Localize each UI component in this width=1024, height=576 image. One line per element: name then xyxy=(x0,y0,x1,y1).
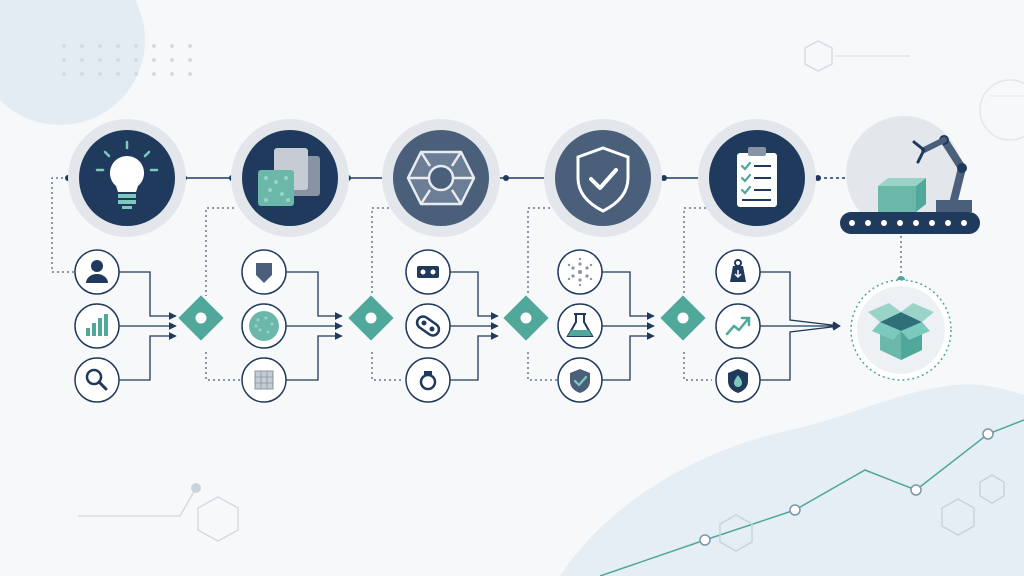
stage-material-selection xyxy=(231,119,349,237)
merge-arrows xyxy=(119,271,841,381)
drop-shield-icon xyxy=(715,357,761,403)
ring-seal-icon xyxy=(405,357,451,403)
shield-check-icon xyxy=(576,146,630,213)
user-icon xyxy=(74,249,120,295)
bottom-right-wave xyxy=(560,384,1024,576)
hexagon-outline-bottom-right-1 xyxy=(719,514,753,552)
lightbulb-icon xyxy=(95,140,159,209)
growth-line-points xyxy=(699,428,994,546)
hexagon-outline-bottom-left xyxy=(197,496,239,542)
mesh-grid-icon xyxy=(241,357,287,403)
hexagon-outline-bottom-right-3 xyxy=(979,474,1005,504)
open-box-icon xyxy=(868,303,934,360)
dotted-branch-lines xyxy=(51,177,902,381)
robot-arm-conveyor-icon xyxy=(840,135,980,234)
shield-shape-icon xyxy=(241,249,287,295)
weight-icon xyxy=(715,249,761,295)
deco-dot-bottom-left xyxy=(191,483,201,493)
radial-dots-icon xyxy=(557,249,603,295)
hexagon-outline-bottom-right-2 xyxy=(941,498,975,536)
diamond-node-1 xyxy=(178,295,224,341)
sub-icons-quality xyxy=(557,249,603,403)
material-samples-icon xyxy=(258,148,320,206)
deco-diag-bottom-left xyxy=(179,487,197,517)
bonding-pill-icon xyxy=(405,303,451,349)
magnifier-icon xyxy=(74,357,120,403)
sub-icons-material xyxy=(241,249,287,403)
mold-plate-icon xyxy=(405,249,451,295)
stage-automated-production xyxy=(840,116,980,234)
stage-quality-assurance xyxy=(544,119,662,237)
trend-up-icon xyxy=(715,303,761,349)
bar-chart-icon xyxy=(74,303,120,349)
sub-icons-part-design xyxy=(405,249,451,403)
shield-small-icon xyxy=(557,357,603,403)
sub-icons-ideation xyxy=(74,249,120,403)
dot-grid xyxy=(62,44,192,76)
hexagon-outline-top xyxy=(804,40,833,72)
diamond-node-2 xyxy=(348,295,394,341)
flask-icon xyxy=(557,303,603,349)
diamond-node-3 xyxy=(503,295,549,341)
top-left-blob xyxy=(0,0,145,125)
diamond-node-4 xyxy=(660,295,706,341)
stage-ideation xyxy=(68,119,186,237)
texture-sample-icon xyxy=(241,303,287,349)
mechanical-part-icon xyxy=(406,150,476,206)
sub-icons-checklist xyxy=(715,249,761,403)
deco-circle-right xyxy=(979,79,1024,141)
clipboard-checklist-icon xyxy=(737,147,777,207)
stage-part-design xyxy=(382,119,500,237)
final-output xyxy=(850,279,952,381)
stage-checklist-review xyxy=(698,119,816,237)
